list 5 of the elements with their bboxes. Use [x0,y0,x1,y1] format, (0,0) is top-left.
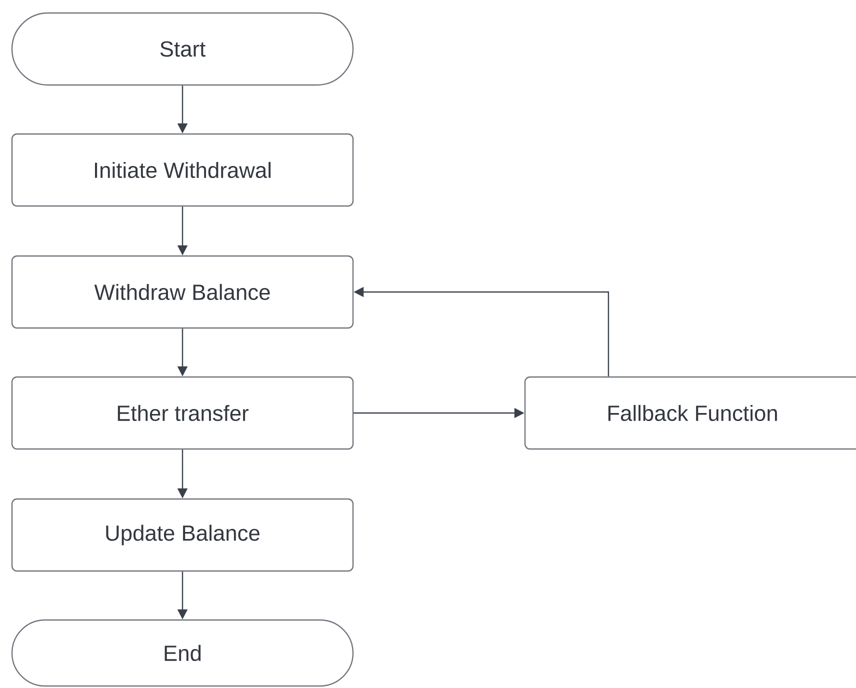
process-box: Update Balance [11,498,354,572]
process-box: Fallback Function [524,376,856,450]
process-box: Initiate Withdrawal [11,133,354,207]
process-box: Withdraw Balance [11,255,354,329]
process-box: Ether transfer [11,376,354,450]
